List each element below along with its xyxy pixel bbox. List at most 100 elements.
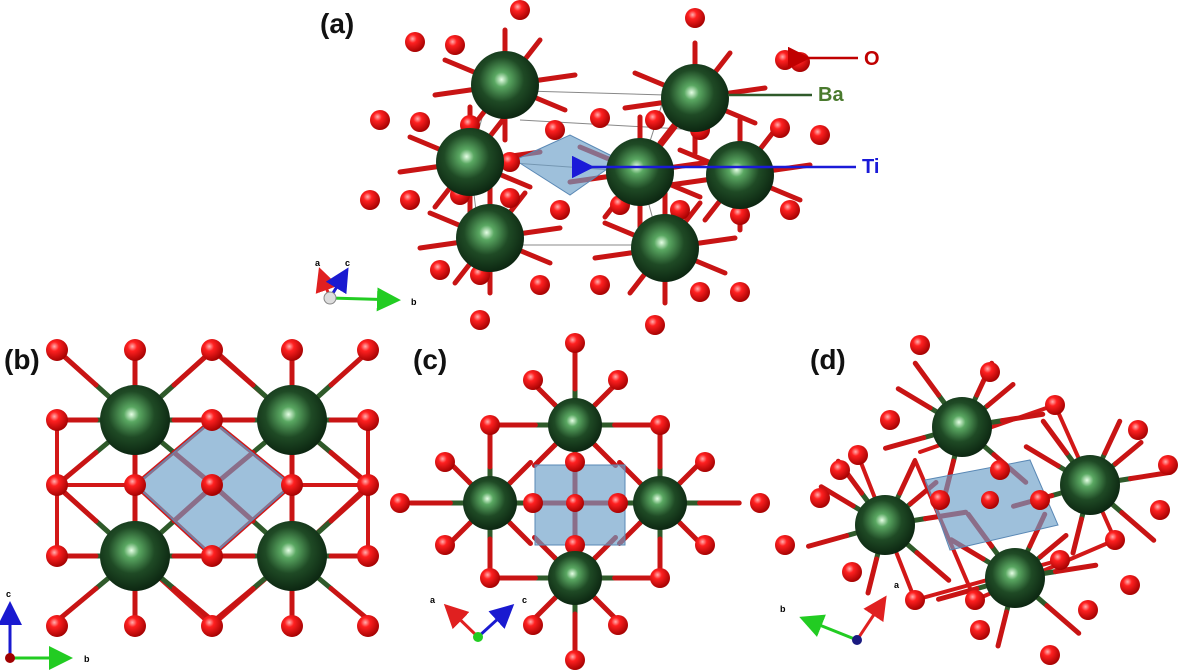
oxygen-atom <box>124 474 146 496</box>
oxygen-atom <box>357 545 379 567</box>
bond-segment <box>914 550 952 583</box>
oxygen-atom <box>46 615 68 637</box>
oxygen-atom <box>201 615 223 637</box>
oxygen-atom <box>545 120 565 140</box>
oxygen-atom <box>201 409 223 431</box>
oxygen-atom <box>1050 550 1070 570</box>
oxygen-atom <box>435 452 455 472</box>
oxygen-atom <box>360 190 380 210</box>
atom-callouts <box>572 46 858 179</box>
oxygen-atom <box>830 460 850 480</box>
oxygen-atom <box>780 200 800 220</box>
bond-segment <box>697 235 738 246</box>
oxygen-atom <box>357 474 379 496</box>
oxygen-atom <box>550 200 570 220</box>
oxygen-atom <box>565 650 585 670</box>
oxygen-atom <box>1120 575 1140 595</box>
oxygen-atom <box>390 493 410 513</box>
oxygen-atom <box>848 445 868 465</box>
oxygen-atom <box>201 545 223 567</box>
oxygen-atom <box>357 409 379 431</box>
oxygen-atom <box>1158 455 1178 475</box>
barium-atom <box>606 138 674 206</box>
oxygen-atom <box>650 415 670 435</box>
oxygen-atom <box>124 615 146 637</box>
bond-segment <box>1113 440 1144 467</box>
oxygen-atom <box>523 370 543 390</box>
oxygen-atom <box>281 615 303 637</box>
bond-segment <box>507 460 533 486</box>
axis-label-c-panel-c: c <box>522 595 528 605</box>
oxygen-atom <box>510 0 530 20</box>
axis-b-arrow <box>799 614 858 642</box>
axis-label-c-panel-a: c <box>345 258 351 268</box>
oxygen-atom <box>530 275 550 295</box>
bond-segment <box>1070 516 1084 556</box>
oxygen-atom <box>357 339 379 361</box>
oxygen-atom <box>970 620 990 640</box>
axis-origin <box>323 291 337 305</box>
bond-segment <box>632 70 668 88</box>
oxygen-atom <box>370 110 390 130</box>
panel-c-view <box>390 333 770 670</box>
oxygen-atom <box>1150 500 1170 520</box>
oxygen-atom <box>445 35 465 55</box>
bond-segment <box>442 57 478 75</box>
oxygen-atom <box>400 190 420 210</box>
barium-atom <box>463 476 517 530</box>
barium-atom <box>471 51 539 119</box>
barium-atom <box>548 398 602 452</box>
barium-atom <box>100 385 170 455</box>
oxygen-atom <box>695 535 715 555</box>
barium-atom <box>257 521 327 591</box>
oxygen-atom <box>281 474 303 496</box>
oxygen-callout-label: O <box>864 48 880 70</box>
oxygen-atom <box>842 562 862 582</box>
barium-atom <box>706 141 774 209</box>
bond-segment <box>806 533 850 549</box>
oxygen-atom <box>480 415 500 435</box>
axis-label-a-panel-a: a <box>315 258 321 268</box>
oxygen-atom <box>930 490 950 510</box>
barium-atom <box>631 214 699 282</box>
bond-segment <box>767 185 803 203</box>
bond-segment <box>517 248 553 266</box>
oxygen-atom <box>281 339 303 361</box>
oxygen-atom <box>590 275 610 295</box>
axis-label-b-panel-b: b <box>84 654 90 664</box>
oxygen-atom <box>685 8 705 28</box>
oxygen-atom <box>46 545 68 567</box>
oxygen-atom <box>1078 600 1098 620</box>
bond-segment <box>432 87 473 98</box>
axis-label-b-panel-d: b <box>780 604 786 614</box>
barium-callout-label: Ba <box>818 84 844 106</box>
barium-atom <box>855 495 915 555</box>
bond-segment <box>328 586 373 624</box>
oxygen-atom <box>566 494 584 512</box>
oxygen-atom <box>1045 395 1065 415</box>
axis-label-a-panel-d: a <box>894 580 900 590</box>
bond-segment <box>985 382 1016 409</box>
oxygen-atom <box>46 474 68 496</box>
oxygen-atom <box>1040 645 1060 665</box>
axis-a-arrow <box>855 595 887 641</box>
bond-segment <box>677 147 713 165</box>
oxygen-atom <box>645 315 665 335</box>
axis-origin <box>852 635 862 645</box>
bond-segment <box>211 586 256 624</box>
barium-atom <box>661 64 729 132</box>
barium-atom <box>456 204 524 272</box>
bond-segment <box>999 411 1046 424</box>
oxygen-atom <box>500 152 520 172</box>
bond-segment <box>818 484 856 509</box>
oxygen-atom <box>523 615 543 635</box>
titanium-callout-label: Ti <box>862 156 880 178</box>
bond-segment <box>936 586 980 602</box>
bond-segment <box>592 595 618 621</box>
oxygen-atom <box>650 568 670 588</box>
oxygen-atom <box>775 535 795 555</box>
barium-atom <box>633 476 687 530</box>
oxygen-atom <box>730 282 750 302</box>
barium-atom <box>100 521 170 591</box>
